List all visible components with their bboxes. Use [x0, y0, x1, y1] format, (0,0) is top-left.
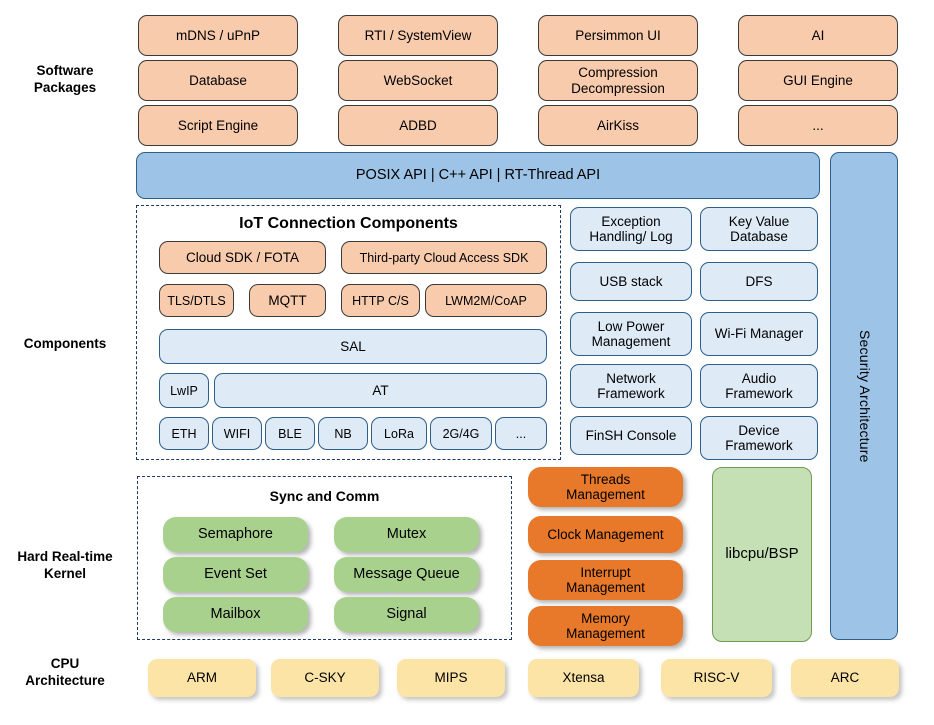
threads-line1: Threads [580, 471, 631, 487]
sync-box-semaphore[interactable]: Semaphore [163, 517, 308, 552]
lowpower-line2: Management [591, 334, 671, 349]
component-box-dfs[interactable]: DFS [700, 262, 818, 301]
device-line1: Device [738, 422, 780, 438]
package-box-compression-decompression[interactable]: Compression Decompression [538, 60, 698, 101]
network-line2: Framework [597, 386, 665, 401]
audio-line1: Audio [741, 370, 777, 386]
iot-box-mqtt[interactable]: MQTT [249, 284, 326, 317]
iot-box-ble[interactable]: BLE [265, 417, 315, 450]
component-box-device-framework[interactable]: Device Framework [700, 416, 818, 460]
kernel-box-interrupt-management[interactable]: Interrupt Management [528, 560, 683, 600]
kvdb-line2: Database [730, 229, 788, 244]
package-box-database[interactable]: Database [138, 60, 298, 101]
package-box-websocket[interactable]: WebSocket [338, 60, 498, 101]
package-box-adbd[interactable]: ADBD [338, 105, 498, 146]
component-box-audio-framework[interactable]: Audio Framework [700, 364, 818, 408]
package-box-script-engine[interactable]: Script Engine [138, 105, 298, 146]
kernel-box-threads-management[interactable]: Threads Management [528, 467, 683, 507]
kernel-box-memory-management[interactable]: Memory Management [528, 606, 683, 646]
row-label-kernel-line1: Hard Real-time [17, 549, 113, 564]
cpu-box-xtensa[interactable]: Xtensa [528, 659, 639, 697]
memory-line1: Memory [581, 610, 630, 626]
package-box-airkiss[interactable]: AirKiss [538, 105, 698, 146]
row-label-cpu-architecture: CPU Architecture [0, 656, 130, 690]
component-box-network-framework[interactable]: Network Framework [570, 364, 692, 408]
iot-box-http-cs[interactable]: HTTP C/S [341, 284, 420, 317]
memory-line2: Management [566, 626, 645, 641]
lowpower-line1: Low Power [597, 318, 665, 334]
iot-box-2g-4g[interactable]: 2G/4G [430, 417, 492, 450]
iot-box-sal[interactable]: SAL [159, 329, 547, 364]
device-line2: Framework [725, 438, 793, 453]
security-architecture-bar[interactable]: Security Architecture [830, 152, 898, 640]
component-box-low-power-management[interactable]: Low Power Management [570, 312, 692, 356]
iot-box-at[interactable]: AT [214, 373, 547, 408]
iot-group-title: IoT Connection Components [239, 215, 458, 232]
iot-box-lwm2m-coap[interactable]: LWM2M/CoAP [425, 284, 547, 317]
exception-line2: Handling/ Log [589, 229, 673, 244]
api-bar[interactable]: POSIX API | C++ API | RT-Thread API [136, 152, 820, 199]
row-label-kernel-line2: Kernel [43, 565, 87, 581]
iot-box-wifi[interactable]: WIFI [212, 417, 262, 450]
kernel-box-clock-management[interactable]: Clock Management [528, 516, 683, 553]
iot-box-nb[interactable]: NB [318, 417, 368, 450]
threads-line2: Management [566, 487, 645, 502]
row-label-components: Components [0, 336, 130, 353]
iot-box-lwip[interactable]: LwIP [159, 373, 209, 408]
row-label-kernel: Hard Real-time Kernel [0, 549, 130, 583]
package-box-persimmon-ui[interactable]: Persimmon UI [538, 15, 698, 56]
sync-box-mailbox[interactable]: Mailbox [163, 597, 308, 632]
component-box-key-value-database[interactable]: Key Value Database [700, 207, 818, 251]
iot-box-third-party-cloud-access-sdk[interactable]: Third-party Cloud Access SDK [341, 241, 547, 274]
cpu-box-arc[interactable]: ARC [791, 659, 899, 697]
row-label-components-text: Components [23, 336, 107, 351]
compression-line1: Compression [578, 65, 658, 81]
interrupt-line1: Interrupt [580, 564, 631, 580]
component-box-finsh-console[interactable]: FinSH Console [570, 416, 692, 455]
sync-box-message-queue[interactable]: Message Queue [334, 557, 479, 592]
row-label-software-packages-line1: Software [36, 63, 94, 78]
iot-box-tls-dtls[interactable]: TLS/DTLS [159, 284, 234, 317]
exception-line1: Exception [601, 213, 661, 229]
cpu-box-risc-v[interactable]: RISC-V [661, 659, 772, 697]
libcpu-bsp-box[interactable]: libcpu/BSP [712, 467, 812, 642]
interrupt-line2: Management [566, 580, 645, 595]
component-box-exception-handling-log[interactable]: Exception Handling/ Log [570, 207, 692, 251]
iot-box-more-links[interactable]: ... [495, 417, 547, 450]
package-box-gui-engine[interactable]: GUI Engine [738, 60, 898, 101]
row-label-software-packages-line2: Packages [33, 79, 97, 95]
row-label-cpu-line1: CPU [50, 656, 80, 671]
kvdb-line1: Key Value [728, 213, 790, 229]
sync-box-event-set[interactable]: Event Set [163, 557, 308, 592]
sync-comm-title: Sync and Comm [269, 488, 380, 504]
network-line1: Network [606, 370, 656, 386]
cpu-box-mips[interactable]: MIPS [397, 659, 505, 697]
compression-line2: Decompression [571, 80, 665, 96]
sync-box-signal[interactable]: Signal [334, 597, 479, 632]
security-architecture-label: Security Architecture [856, 329, 873, 463]
cpu-box-arm[interactable]: ARM [148, 659, 256, 697]
component-box-wifi-manager[interactable]: Wi-Fi Manager [700, 312, 818, 356]
package-box-mdns-upnp[interactable]: mDNS / uPnP [138, 15, 298, 56]
package-box-more[interactable]: ... [738, 105, 898, 146]
iot-box-cloud-sdk-fota[interactable]: Cloud SDK / FOTA [159, 241, 326, 274]
row-label-software-packages: Software Packages [0, 63, 130, 97]
package-box-ai[interactable]: AI [738, 15, 898, 56]
audio-line2: Framework [725, 386, 793, 401]
sync-box-mutex[interactable]: Mutex [334, 517, 479, 552]
package-box-rti-systemview[interactable]: RTI / SystemView [338, 15, 498, 56]
component-box-usb-stack[interactable]: USB stack [570, 262, 692, 301]
row-label-cpu-line2: Architecture [25, 672, 105, 688]
iot-box-lora[interactable]: LoRa [371, 417, 427, 450]
iot-box-eth[interactable]: ETH [159, 417, 209, 450]
cpu-box-c-sky[interactable]: C-SKY [271, 659, 379, 697]
